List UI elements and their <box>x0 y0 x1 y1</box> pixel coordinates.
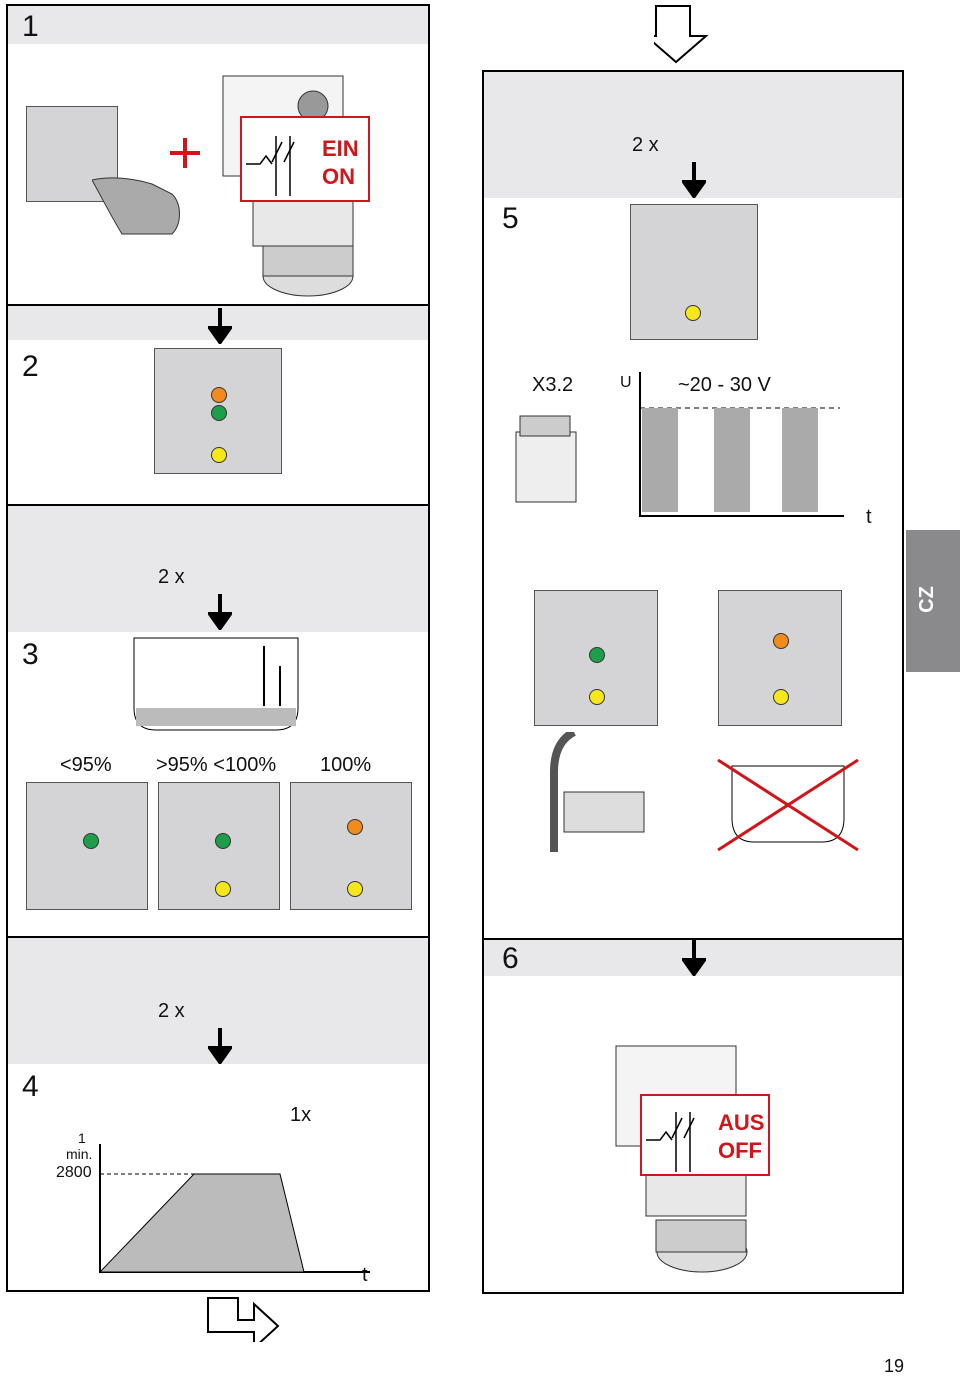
level-label-2: >95% <100% <box>156 754 277 776</box>
step-1-panel: 1 EIN ON <box>6 4 430 306</box>
plus-icon <box>170 138 200 168</box>
language-tab: CZ <box>906 530 960 672</box>
switch-symbol-icon <box>246 136 295 196</box>
power-switch-box: EIN ON <box>240 116 370 202</box>
green-led <box>589 647 605 663</box>
yellow-led <box>773 689 789 705</box>
level-label-1: <95% <box>60 754 112 776</box>
yellow-led <box>211 447 227 463</box>
down-arrow-icon <box>682 162 706 198</box>
voltage-axis-label: U <box>620 374 632 391</box>
down-arrow-icon <box>208 594 232 630</box>
control-panel-level-2 <box>158 782 280 910</box>
tank-illustration <box>133 637 299 731</box>
page-number: 19 <box>884 1356 905 1376</box>
control-panel-5 <box>630 204 758 340</box>
press-once-label: 1x <box>290 1104 312 1126</box>
green-led <box>83 833 99 849</box>
step-6-panel: 6 AUS OFF <box>482 938 904 1294</box>
drain-pipe-illustration <box>550 732 645 852</box>
voltage-value: ~20 - 30 V <box>678 374 771 396</box>
down-arrow-icon <box>208 308 232 344</box>
yellow-led <box>347 881 363 897</box>
control-panel-level-3 <box>290 782 412 910</box>
blocked-tank-illustration <box>717 758 859 852</box>
time-axis-label-5: t <box>866 506 872 528</box>
entry-arrow-icon <box>654 5 709 64</box>
press-twice-label-5: 2 x <box>632 134 659 156</box>
down-arrow-icon <box>682 940 706 976</box>
press-twice-label-3: 2 x <box>158 566 185 588</box>
control-panel-5c <box>718 590 842 726</box>
orange-led <box>211 387 227 403</box>
press-twice-label-4: 2 x <box>158 1000 185 1022</box>
speed-unit-numerator: 1 <box>78 1130 86 1146</box>
hand-icon <box>92 177 180 235</box>
speed-ramp-chart <box>98 1144 370 1273</box>
power-on-line2: ON <box>322 164 355 189</box>
step-2-panel: 2 <box>6 304 430 506</box>
level-label-3: 100% <box>320 754 372 776</box>
step-4-panel: 4 2 x 1x 1 min. 2800 t <box>6 936 430 1292</box>
power-off-line2: OFF <box>718 1138 762 1163</box>
step-2-number: 2 <box>22 350 39 383</box>
speed-unit-denominator: min. <box>66 1146 93 1162</box>
green-led <box>215 833 231 849</box>
exit-arrow-icon <box>207 1297 280 1342</box>
time-axis-label-4: t <box>362 1264 368 1286</box>
green-led <box>211 405 227 421</box>
orange-led <box>347 819 363 835</box>
step-3-number: 3 <box>22 638 39 671</box>
step-5-number: 5 <box>502 202 519 235</box>
power-off-line1: AUS <box>718 1110 765 1135</box>
yellow-led <box>215 881 231 897</box>
voltage-pulse-chart <box>639 372 844 517</box>
power-switch-box-off: AUS OFF <box>640 1094 770 1176</box>
control-panel-level-1 <box>26 782 148 910</box>
step-6-number: 6 <box>502 942 519 975</box>
step-5-panel: 2 x 5 X3.2 U ~20 - 30 V t <box>482 70 904 940</box>
step-3-panel: 3 2 x <95% >95% <100% 100% <box>6 504 430 938</box>
step-1-band <box>8 6 428 44</box>
orange-led <box>773 633 789 649</box>
step-4-number: 4 <box>22 1070 39 1103</box>
speed-value: 2800 <box>56 1164 92 1181</box>
yellow-led <box>685 305 701 321</box>
connector-illustration <box>515 415 577 503</box>
step-1-number: 1 <box>22 10 39 43</box>
control-panel-5b <box>534 590 658 726</box>
language-tab-label: CZ <box>915 586 938 613</box>
down-arrow-icon <box>208 1028 232 1064</box>
control-panel-2 <box>154 348 282 474</box>
switch-symbol-icon <box>646 1112 695 1172</box>
yellow-led <box>589 689 605 705</box>
power-on-line1: EIN <box>322 136 359 161</box>
connector-label: X3.2 <box>532 374 574 396</box>
